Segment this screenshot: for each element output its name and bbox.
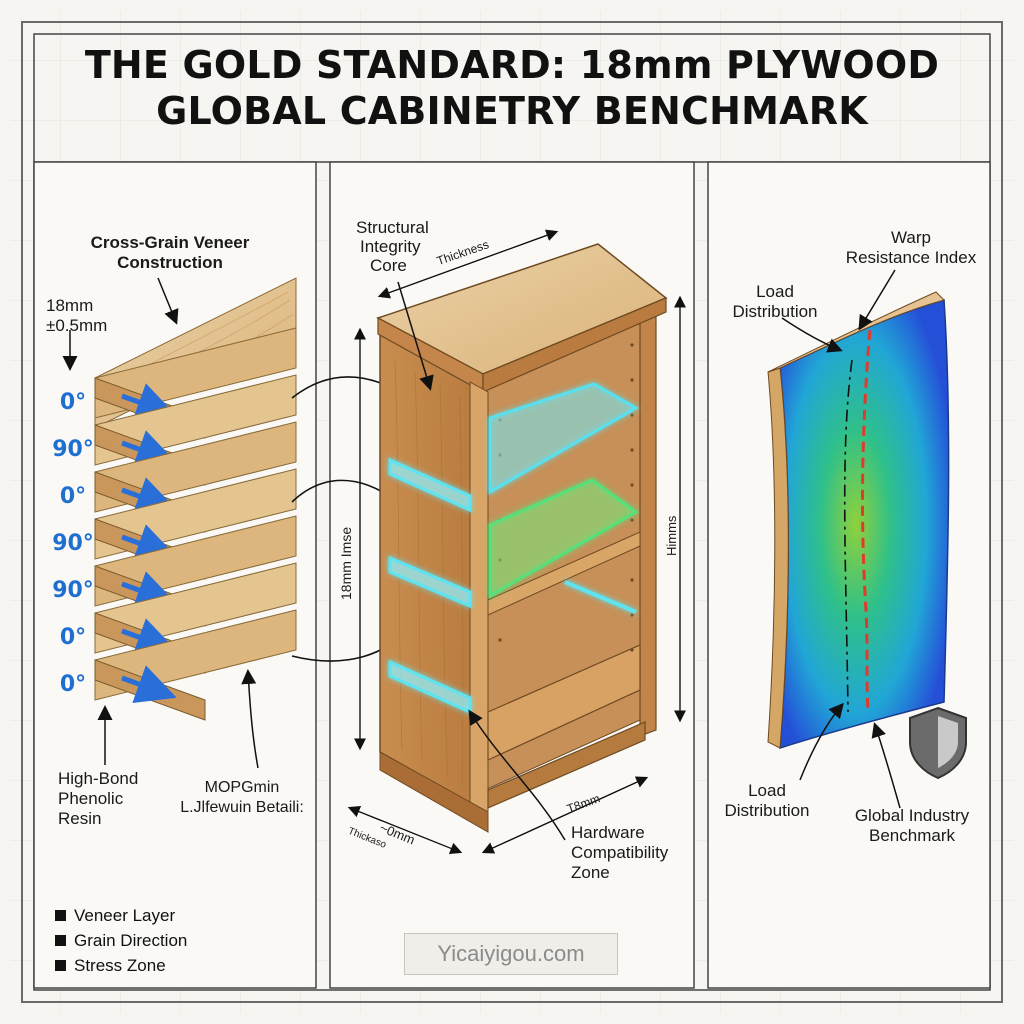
thickness-label: 18mm ±0.5mm xyxy=(46,296,108,335)
resin-label: High-Bond Phenolic Resin xyxy=(58,769,139,828)
shield-icon xyxy=(909,706,967,780)
veneer-heading: Cross-Grain Veneer Construction xyxy=(90,233,250,272)
load-top-callout-arrow xyxy=(781,317,843,353)
benchmark-callout-arrow xyxy=(871,722,901,809)
title-line-2: GLOBAL CABINETRY BENCHMARK xyxy=(156,89,868,133)
ply-angle-label: 0° xyxy=(59,390,87,415)
grain-direction-arrow xyxy=(121,665,177,703)
ply-angle-label: 90° xyxy=(52,437,94,462)
title-line-1: THE GOLD STANDARD: 18mm PLYWOOD xyxy=(84,43,940,87)
load-bottom-callout-arrow xyxy=(799,702,844,781)
veneer-layers xyxy=(94,327,297,721)
grain-callout-arrow xyxy=(241,669,259,769)
right-dimension-label: Himms xyxy=(664,515,679,556)
warp-panel xyxy=(767,291,950,750)
core-label: Structural Integrity Core xyxy=(356,218,429,275)
page-title: THE GOLD STANDARD: 18mm PLYWOOD GLOBAL C… xyxy=(36,42,988,134)
legend-stress-zone: Stress Zone xyxy=(55,956,166,976)
warp-callout-arrow xyxy=(858,269,896,331)
veneer-callout-arrow xyxy=(157,277,179,325)
benchmark-label: Global Industry Benchmark xyxy=(854,806,970,845)
ply-angle-label: 0° xyxy=(59,484,87,509)
warp-label: Warp Resistance Index xyxy=(845,228,977,267)
hardware-label: Hardware Compatibility Zone xyxy=(571,823,669,882)
ply-angle-label: 90° xyxy=(52,578,94,603)
left-dimension-label: 18mm Imse xyxy=(338,526,354,600)
ply-angle-label: 90° xyxy=(52,531,94,556)
grain-detail-label: MOPGmin L.Jlfewuin Betaili: xyxy=(180,779,304,816)
ply-angle-label: 0° xyxy=(59,625,87,650)
load-bottom-label: Load Distribution xyxy=(724,781,810,820)
load-top-label: Load Distribution xyxy=(732,282,818,321)
watermark: Yicaiyigou.com xyxy=(404,933,618,975)
legend-grain-direction: Grain Direction xyxy=(55,931,187,951)
cabinet xyxy=(376,243,668,833)
hardware-callout-arrow xyxy=(468,709,566,841)
core-callout-arrow xyxy=(397,281,434,391)
ply-angle-label: 0° xyxy=(59,672,87,697)
legend-veneer-layer: Veneer Layer xyxy=(55,906,175,926)
